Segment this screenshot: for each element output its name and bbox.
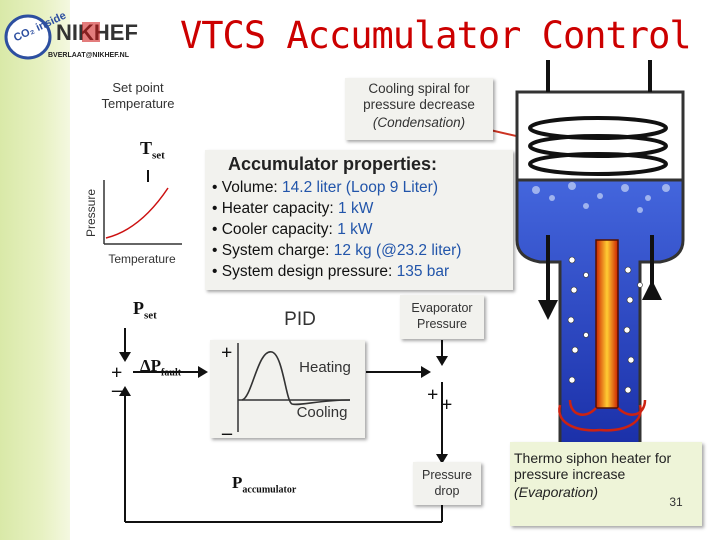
pressure-temperature-graph [103, 180, 182, 245]
pid-block [210, 340, 365, 438]
sum1-minus: _ [112, 372, 122, 394]
page-title: VTCS Accumulator Control [180, 14, 692, 57]
page-number: 31 [669, 495, 683, 509]
decorative-left-band [0, 0, 70, 540]
dpfault-main: ΔP [140, 356, 162, 375]
property-item: • Cooler capacity: 1 kW [212, 221, 373, 238]
property-item: • System charge: 12 kg (@23.2 liter) [212, 242, 462, 259]
pid-plus: + [221, 342, 233, 364]
dpfault-symbol: ΔPfault [140, 356, 181, 378]
accumulator-vessel [515, 60, 685, 452]
tset-symbol: Tset [140, 138, 165, 162]
property-item: • System design pressure: 135 bar [212, 263, 450, 280]
paccumulator-symbol: Paccumulator [232, 473, 296, 495]
cooling-spiral-sub: (Condensation) [372, 115, 466, 130]
nikhef-logo: NIKHEF [56, 20, 138, 45]
pset-sub: set [144, 309, 157, 322]
wiring-arrowheads [119, 352, 448, 464]
accumulator-properties-box [205, 150, 513, 290]
paccumulator-main: P [232, 473, 243, 492]
pset-main: P [133, 298, 144, 318]
heating-label: Heating [299, 359, 351, 376]
pset-symbol: Pset [133, 298, 157, 322]
tset-main: T [140, 138, 153, 158]
property-item: • Volume: 14.2 liter (Loop 9 Liter) [212, 179, 438, 196]
dpfault-sub: fault [161, 367, 182, 379]
graph-x-label: Temperature [108, 252, 176, 266]
cooling-label: Cooling [296, 404, 348, 421]
paccumulator-sub: accumulator [242, 484, 297, 496]
accumulator-properties-title: Accumulator properties: [228, 154, 438, 174]
property-item: • Heater capacity: 1 kW [212, 200, 374, 217]
pid-label: PID [284, 309, 316, 330]
sum2-plus-a: + [427, 384, 439, 406]
accumulator-properties-list: • Volume: 14.2 liter (Loop 9 Liter) • He… [212, 177, 461, 282]
logo-email: BVERLAAT@NIKHEF.NL [48, 52, 129, 59]
pid-minus: _ [222, 415, 232, 437]
sum2-plus-b: + [441, 394, 453, 416]
tset-sub: set [152, 149, 165, 162]
thermo-siphon-sub: (Evaporation) [514, 484, 599, 500]
sum1-plus: + [111, 362, 123, 384]
